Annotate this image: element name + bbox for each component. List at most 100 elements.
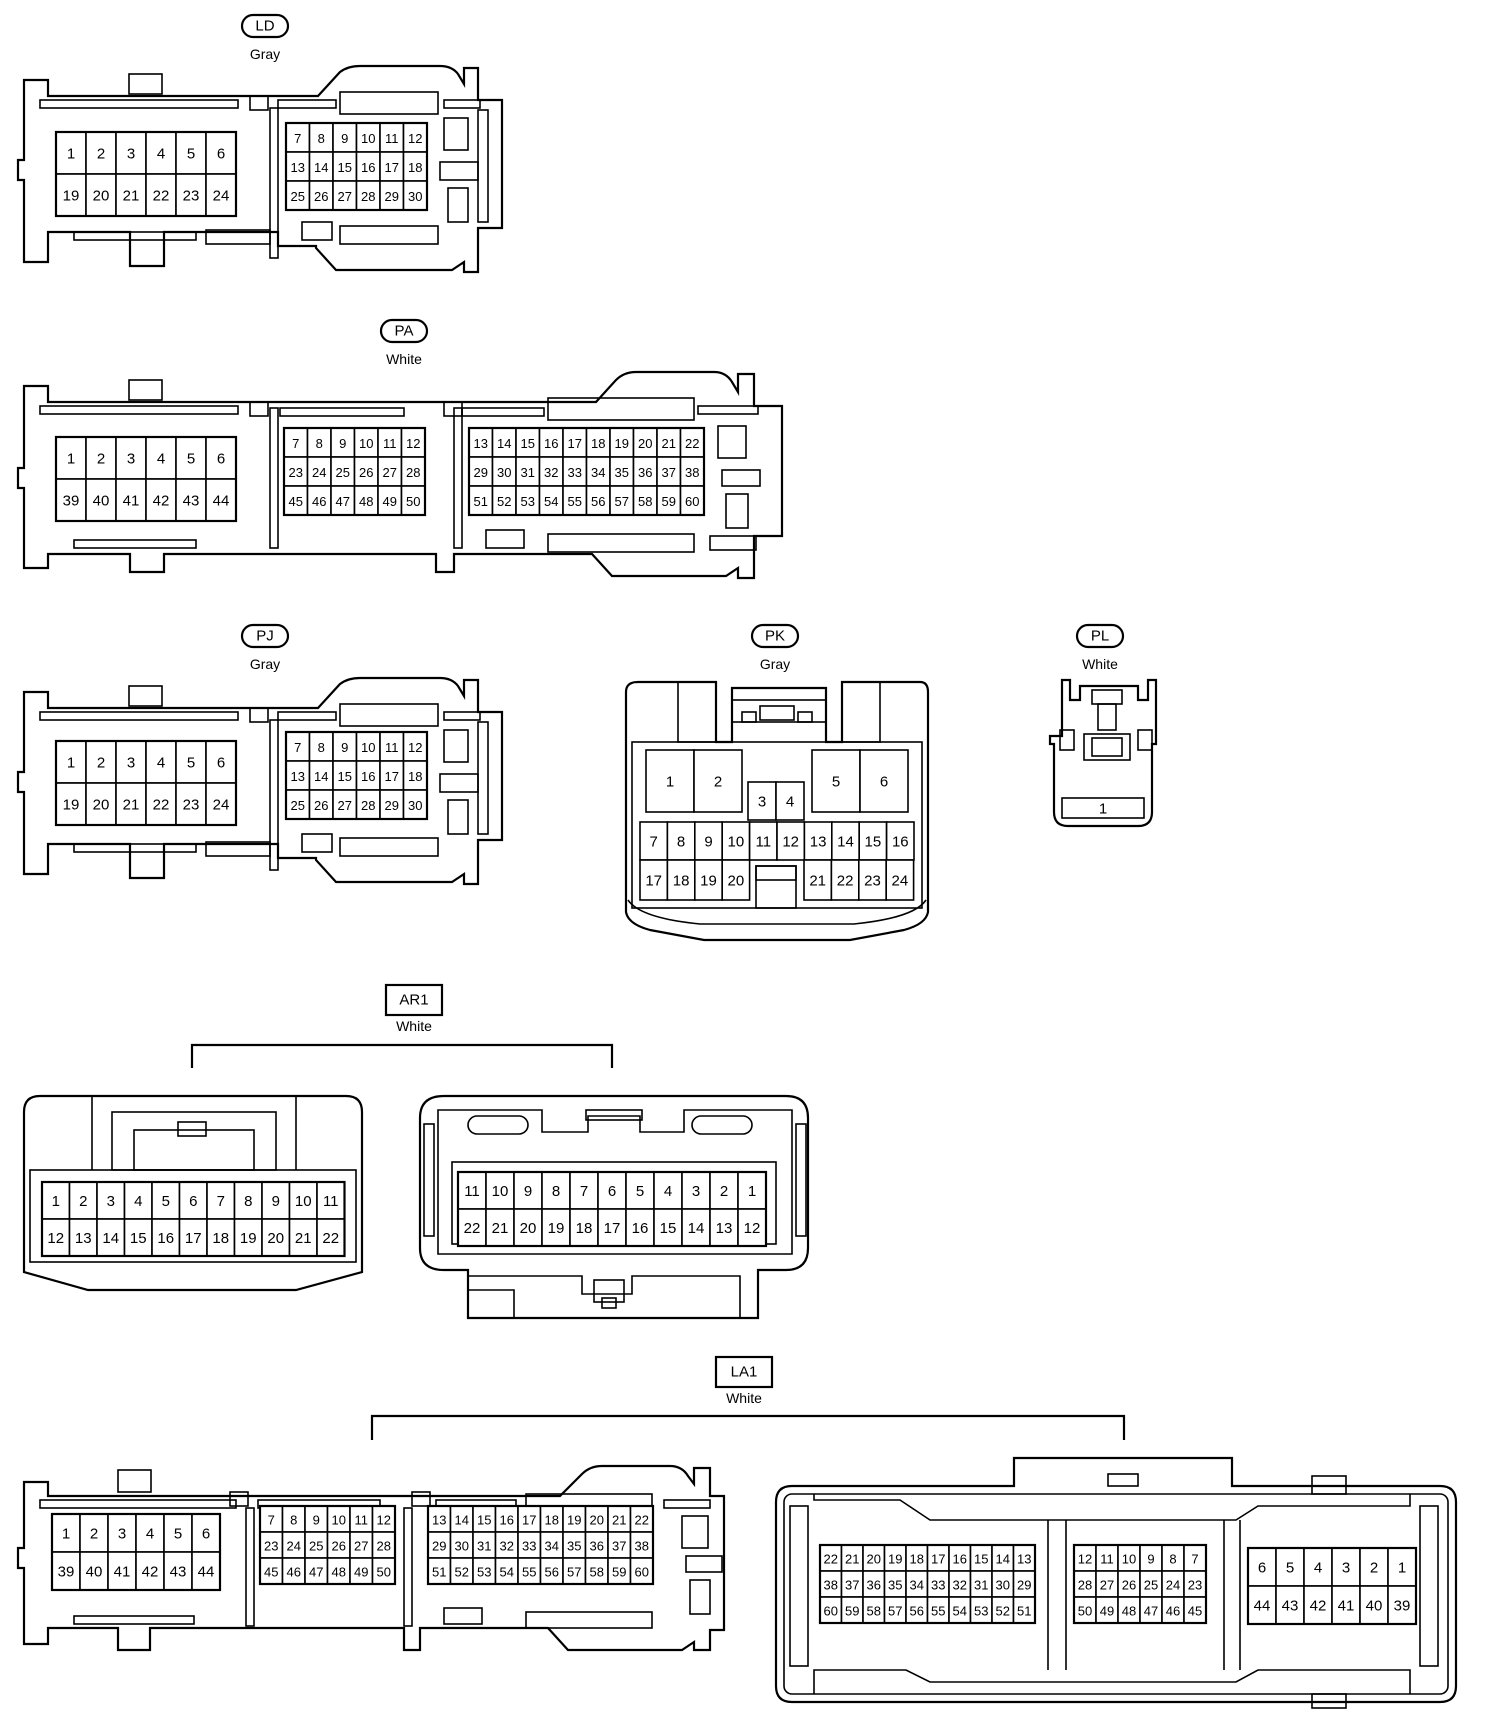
pin-cell xyxy=(135,1551,165,1591)
pin-number: 51 xyxy=(1017,1604,1031,1619)
pin-number: 18 xyxy=(545,1513,559,1528)
pin-number: 6 xyxy=(217,755,225,772)
pin-number: 5 xyxy=(162,1193,170,1210)
pin-number: 6 xyxy=(189,1193,197,1210)
pin-cell xyxy=(115,478,147,522)
pin-number: 28 xyxy=(361,189,375,204)
pin-number: 12 xyxy=(408,740,422,755)
pin-number: 11 xyxy=(385,740,399,755)
pin-number: 14 xyxy=(314,769,328,784)
pin-number: 26 xyxy=(359,465,373,480)
pin-number: 14 xyxy=(497,436,511,451)
connector-ld-code-badge xyxy=(240,13,290,39)
pin-number: 6 xyxy=(202,1526,210,1543)
pin-number: 32 xyxy=(500,1539,514,1554)
pin-number: 18 xyxy=(408,769,422,784)
pin-number: 41 xyxy=(1338,1598,1355,1615)
pin-number: 12 xyxy=(744,1220,761,1237)
pin-cell xyxy=(666,859,696,901)
pin-number: 6 xyxy=(880,774,888,791)
pin-number: 24 xyxy=(287,1539,301,1554)
pin-number: 1 xyxy=(666,774,674,791)
pin-number: 20 xyxy=(267,1230,284,1247)
pin-number: 37 xyxy=(662,465,676,480)
pin-cell xyxy=(857,859,887,901)
pin-number: 19 xyxy=(567,1513,581,1528)
pin-number: 10 xyxy=(359,436,373,451)
pin-cell xyxy=(205,782,237,826)
connector-pl-code: PL xyxy=(1091,628,1109,645)
pin-number: 14 xyxy=(688,1220,705,1237)
pin-number: 2 xyxy=(79,1193,87,1210)
pin-number: 10 xyxy=(361,131,375,146)
pin-cell xyxy=(775,781,805,821)
pin-cell xyxy=(206,1181,236,1220)
pin-cell xyxy=(721,821,751,861)
pin-number: 13 xyxy=(474,436,488,451)
pin-number: 29 xyxy=(474,465,488,480)
pin-grid-outline xyxy=(467,426,706,517)
pin-number: 8 xyxy=(1169,1552,1176,1567)
pin-number: 26 xyxy=(314,189,328,204)
pin-cell xyxy=(175,740,207,784)
pin-number: 58 xyxy=(867,1604,881,1619)
pin-number: 24 xyxy=(892,873,909,890)
pin-number: 35 xyxy=(567,1539,581,1554)
pin-number: 16 xyxy=(361,769,375,784)
pin-cell xyxy=(859,749,909,813)
pin-number: 34 xyxy=(910,1578,924,1593)
pin-number: 57 xyxy=(615,494,629,509)
pin-cell xyxy=(163,1551,193,1591)
pin-number: 5 xyxy=(187,451,195,468)
pin-number: 4 xyxy=(157,755,165,772)
pin-number: 16 xyxy=(157,1230,174,1247)
pin-number: 11 xyxy=(383,436,397,451)
pin-number: 43 xyxy=(170,1564,187,1581)
pin-number: 4 xyxy=(786,794,794,811)
pin-number: 31 xyxy=(477,1539,491,1554)
pin-number: 39 xyxy=(58,1564,75,1581)
pin-number: 50 xyxy=(377,1565,391,1580)
pin-number: 17 xyxy=(522,1513,536,1528)
connector-ar1-code: AR1 xyxy=(399,992,428,1009)
pin-number: 5 xyxy=(636,1183,644,1200)
pin-cell xyxy=(1331,1547,1361,1587)
pin-number: 11 xyxy=(355,1513,369,1528)
pin-number: 45 xyxy=(1188,1604,1202,1619)
pin-number: 21 xyxy=(123,797,140,814)
connector-pa-color: White xyxy=(386,351,422,367)
pin-number: 15 xyxy=(338,160,352,175)
pin-number: 22 xyxy=(153,797,170,814)
pin-cell xyxy=(811,749,861,813)
pin-number: 23 xyxy=(183,797,200,814)
pin-number: 56 xyxy=(591,494,605,509)
pin-number: 42 xyxy=(142,1564,159,1581)
pin-cell xyxy=(51,1513,81,1553)
pin-number: 43 xyxy=(183,493,200,510)
pin-number: 58 xyxy=(638,494,652,509)
pin-number: 1 xyxy=(52,1193,60,1210)
pin-number: 1 xyxy=(67,451,75,468)
pin-number: 34 xyxy=(545,1539,559,1554)
connector-pk-housing xyxy=(624,680,930,942)
pin-number: 54 xyxy=(544,494,558,509)
pin-number: 9 xyxy=(524,1183,532,1200)
pin-number: 25 xyxy=(291,798,305,813)
pin-number: 10 xyxy=(1122,1552,1136,1567)
pin-number: 3 xyxy=(758,794,766,811)
pin-number: 44 xyxy=(213,493,230,510)
pin-number: 15 xyxy=(974,1552,988,1567)
connector-pa-code-badge xyxy=(379,318,429,344)
connector-pj-code: PJ xyxy=(256,628,274,645)
pin-cell xyxy=(858,821,888,861)
pin-number: 24 xyxy=(213,797,230,814)
pin-number: 12 xyxy=(408,131,422,146)
pin-number: 32 xyxy=(544,465,558,480)
